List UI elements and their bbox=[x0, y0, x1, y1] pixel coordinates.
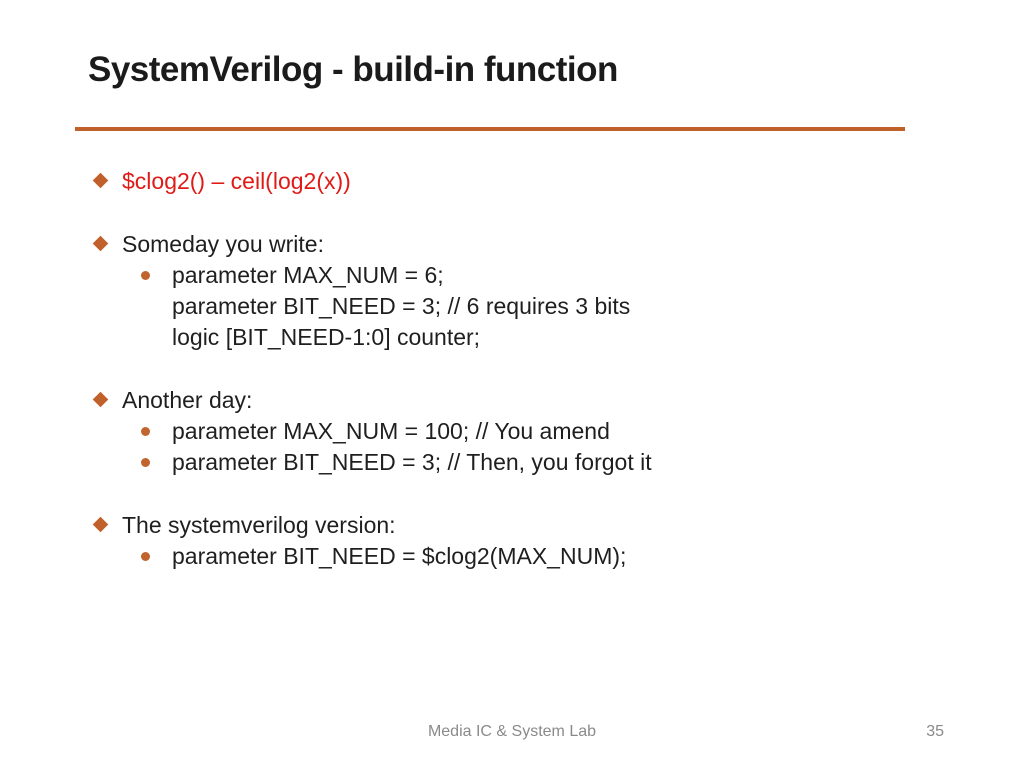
sub-bullet-item: parameter BIT_NEED = 3; // Then, you for… bbox=[93, 447, 953, 478]
code-continuation-line: parameter BIT_NEED = 3; // 6 requires 3 … bbox=[93, 291, 953, 322]
code-line-bit-need-3: parameter BIT_NEED = 3; // 6 requires 3 … bbox=[172, 293, 631, 319]
code-line-max-num-6: parameter MAX_NUM = 6; bbox=[172, 262, 444, 288]
sub-bullet-item: parameter MAX_NUM = 100; // You amend bbox=[93, 416, 953, 447]
dot-bullet-icon bbox=[141, 552, 150, 561]
bullet-text-another-day: Another day: bbox=[122, 387, 253, 413]
bullet-group: Someday you write: parameter MAX_NUM = 6… bbox=[92, 229, 953, 353]
dot-bullet-icon bbox=[141, 271, 150, 280]
code-continuation-line: logic [BIT_NEED-1:0] counter; bbox=[93, 322, 953, 353]
code-line-bit-need-forgot: parameter BIT_NEED = 3; // Then, you for… bbox=[172, 449, 652, 475]
slide-body: $clog2() – ceil(log2(x)) Someday you wri… bbox=[92, 166, 953, 572]
code-line-clog2-solution: parameter BIT_NEED = $clog2(MAX_NUM); bbox=[172, 543, 627, 569]
bullet-text-sv-version: The systemverilog version: bbox=[122, 512, 396, 538]
bullet-item: $clog2() – ceil(log2(x)) bbox=[92, 166, 953, 197]
slide-title: SystemVerilog - build-in function bbox=[88, 50, 618, 89]
diamond-bullet-icon bbox=[92, 172, 109, 189]
page-number: 35 bbox=[926, 723, 944, 740]
diamond-bullet-icon bbox=[92, 516, 109, 533]
diamond-bullet-icon bbox=[92, 391, 109, 408]
code-line-logic-counter: logic [BIT_NEED-1:0] counter; bbox=[172, 324, 481, 350]
bullet-group: Another day: parameter MAX_NUM = 100; //… bbox=[92, 385, 953, 478]
bullet-item: The systemverilog version: bbox=[92, 510, 953, 541]
bullet-text-clog2: $clog2() – ceil(log2(x)) bbox=[122, 168, 351, 194]
sub-bullet-item: parameter BIT_NEED = $clog2(MAX_NUM); bbox=[93, 541, 953, 572]
code-line-max-num-100: parameter MAX_NUM = 100; // You amend bbox=[172, 418, 610, 444]
footer-label: Media IC & System Lab bbox=[427, 723, 597, 740]
title-divider bbox=[75, 127, 905, 131]
bullet-group: $clog2() – ceil(log2(x)) bbox=[92, 166, 953, 197]
sub-bullet-item: parameter MAX_NUM = 6; bbox=[93, 260, 953, 291]
diamond-bullet-icon bbox=[92, 235, 109, 252]
dot-bullet-icon bbox=[141, 458, 150, 467]
bullet-item: Someday you write: bbox=[92, 229, 953, 260]
bullet-text-someday: Someday you write: bbox=[122, 231, 324, 257]
dot-bullet-icon bbox=[141, 427, 150, 436]
bullet-group: The systemverilog version: parameter BIT… bbox=[92, 510, 953, 572]
bullet-item: Another day: bbox=[92, 385, 953, 416]
